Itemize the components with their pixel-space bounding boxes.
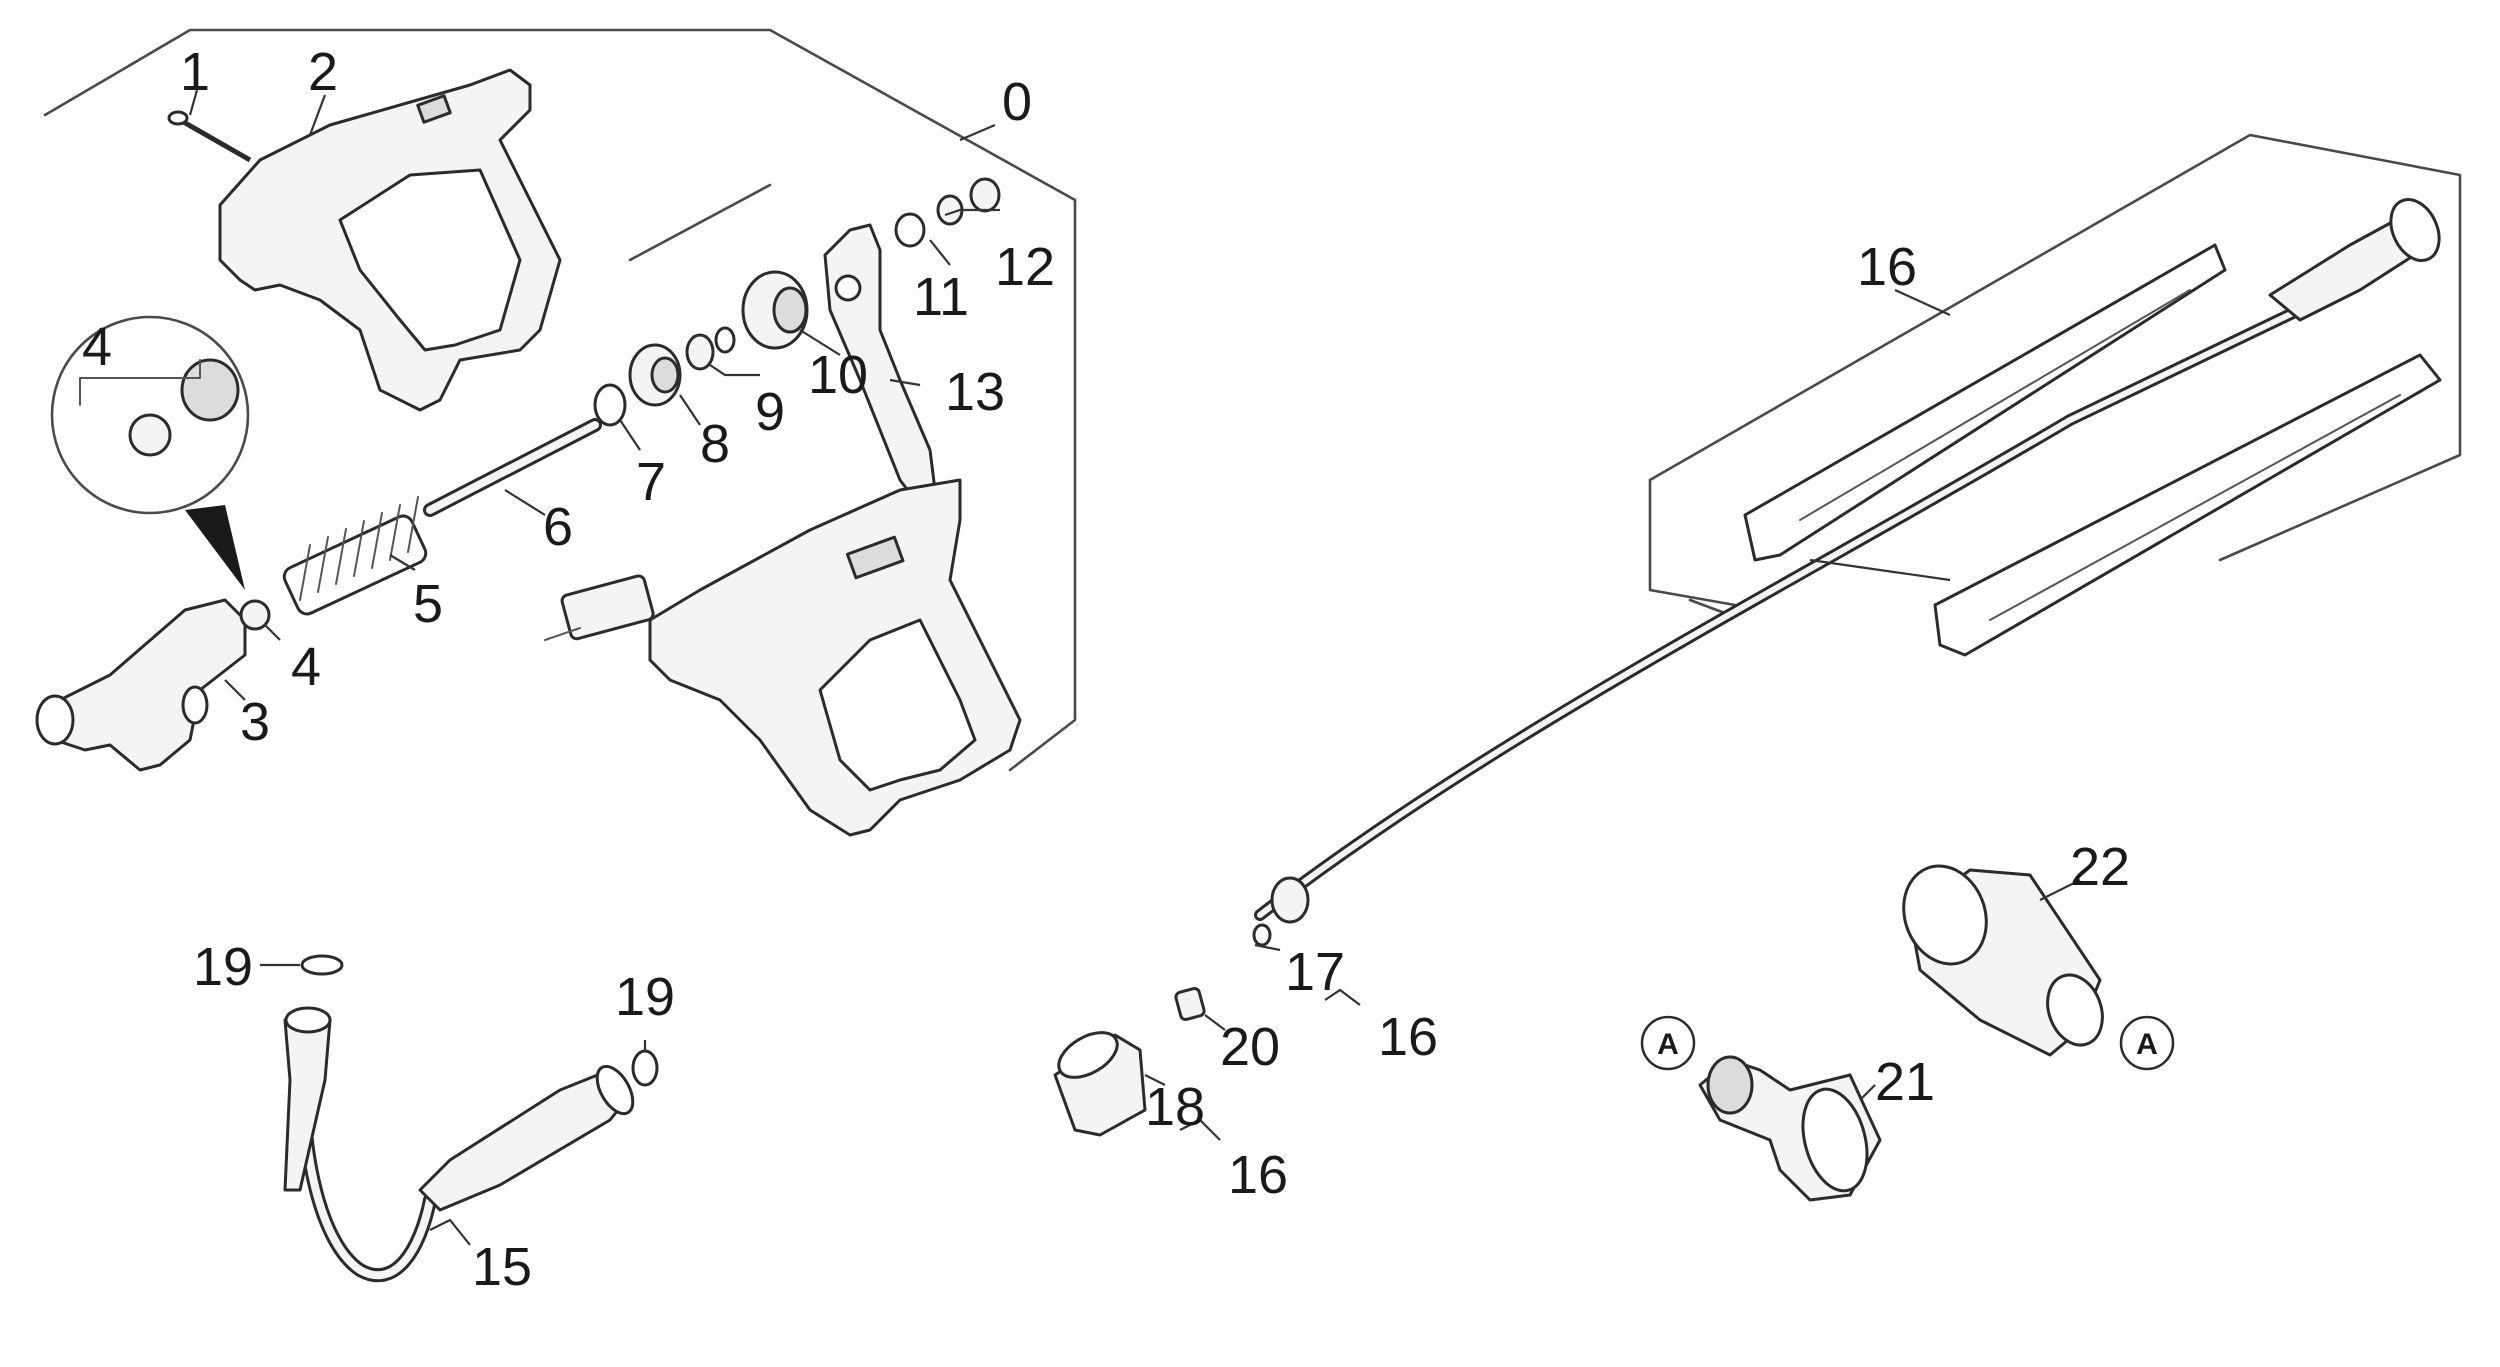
gun-assembly-boundary — [43, 28, 1077, 772]
part-handle-lower-half — [648, 478, 1022, 837]
callout-1: 1 — [180, 42, 210, 102]
callout-2: 2 — [308, 42, 338, 102]
part-thread-end — [1270, 876, 1310, 924]
part-washer-11 — [894, 212, 926, 248]
part-lance-tube — [1254, 294, 2326, 921]
callout-8: 8 — [700, 414, 730, 474]
callout-9: 9 — [755, 382, 785, 442]
callout-19-right: 19 — [615, 967, 675, 1027]
connection-marker-a-right: A — [2119, 1015, 2175, 1071]
callout-7: 7 — [636, 452, 666, 512]
part-coupling-22 — [1902, 864, 2104, 1057]
part-nozzle-head — [2268, 198, 2441, 322]
part-o-ring-7 — [593, 383, 627, 427]
svg-text:A: A — [2136, 1028, 2158, 1061]
callout-22: 22 — [2070, 837, 2130, 897]
connection-marker-a-left: A — [1640, 1015, 1696, 1071]
part-o-ring-19a — [300, 954, 344, 976]
part-valve-rod — [423, 418, 602, 517]
part-connection-pipe — [283, 1006, 635, 1283]
part-bushing-8 — [628, 343, 682, 407]
callout-19-left: 19 — [193, 937, 253, 997]
callout-16-lance: 16 — [1857, 237, 1917, 297]
leader-lines — [188, 89, 2081, 1246]
callout-10: 10 — [808, 345, 868, 405]
callout-11: 11 — [913, 267, 969, 327]
part-spring — [282, 496, 428, 616]
callout-18: 18 — [1145, 1077, 1205, 1137]
callout-5: 5 — [413, 574, 443, 634]
callout-12: 12 — [995, 237, 1055, 297]
callout-17: 17 — [1285, 942, 1345, 1002]
part-safety-catch — [544, 574, 655, 641]
part-handle-upper-half — [218, 68, 562, 412]
part-nuts-12 — [936, 177, 1001, 226]
part-lance-shell-lower — [1933, 353, 2442, 657]
part-sleeve-10 — [741, 270, 809, 350]
part-trigger — [823, 223, 937, 502]
callout-13: 13 — [945, 362, 1005, 422]
detail-zoom-circle — [50, 315, 250, 590]
part-nozzle-20 — [1174, 986, 1206, 1022]
callout-labels: 1 2 0 4 12 11 10 9 13 8 7 6 5 4 3 16 22 … — [82, 42, 2130, 1297]
callout-20: 20 — [1220, 1017, 1280, 1077]
part-o-ring-17 — [1252, 923, 1272, 947]
callout-16-b: 16 — [1228, 1145, 1288, 1205]
callout-4: 4 — [291, 637, 321, 697]
part-ring-9 — [685, 326, 736, 371]
part-screw — [167, 110, 252, 163]
part-nozzle-cap-18 — [1053, 1031, 1147, 1137]
callout-16-a: 16 — [1378, 1007, 1438, 1067]
part-valve-body — [35, 598, 247, 772]
callout-15: 15 — [472, 1237, 532, 1297]
callout-3: 3 — [240, 692, 270, 752]
part-valve-seat — [239, 599, 271, 631]
part-o-ring-19b — [631, 1049, 659, 1087]
callout-6: 6 — [543, 497, 573, 557]
callout-21: 21 — [1875, 1052, 1935, 1112]
part-adapter-21 — [1698, 1055, 1882, 1202]
svg-text:A: A — [1657, 1028, 1679, 1061]
callout-4-detail: 4 — [82, 317, 112, 377]
part-lance-shell-upper — [1743, 243, 2227, 562]
callout-0: 0 — [1002, 72, 1032, 132]
